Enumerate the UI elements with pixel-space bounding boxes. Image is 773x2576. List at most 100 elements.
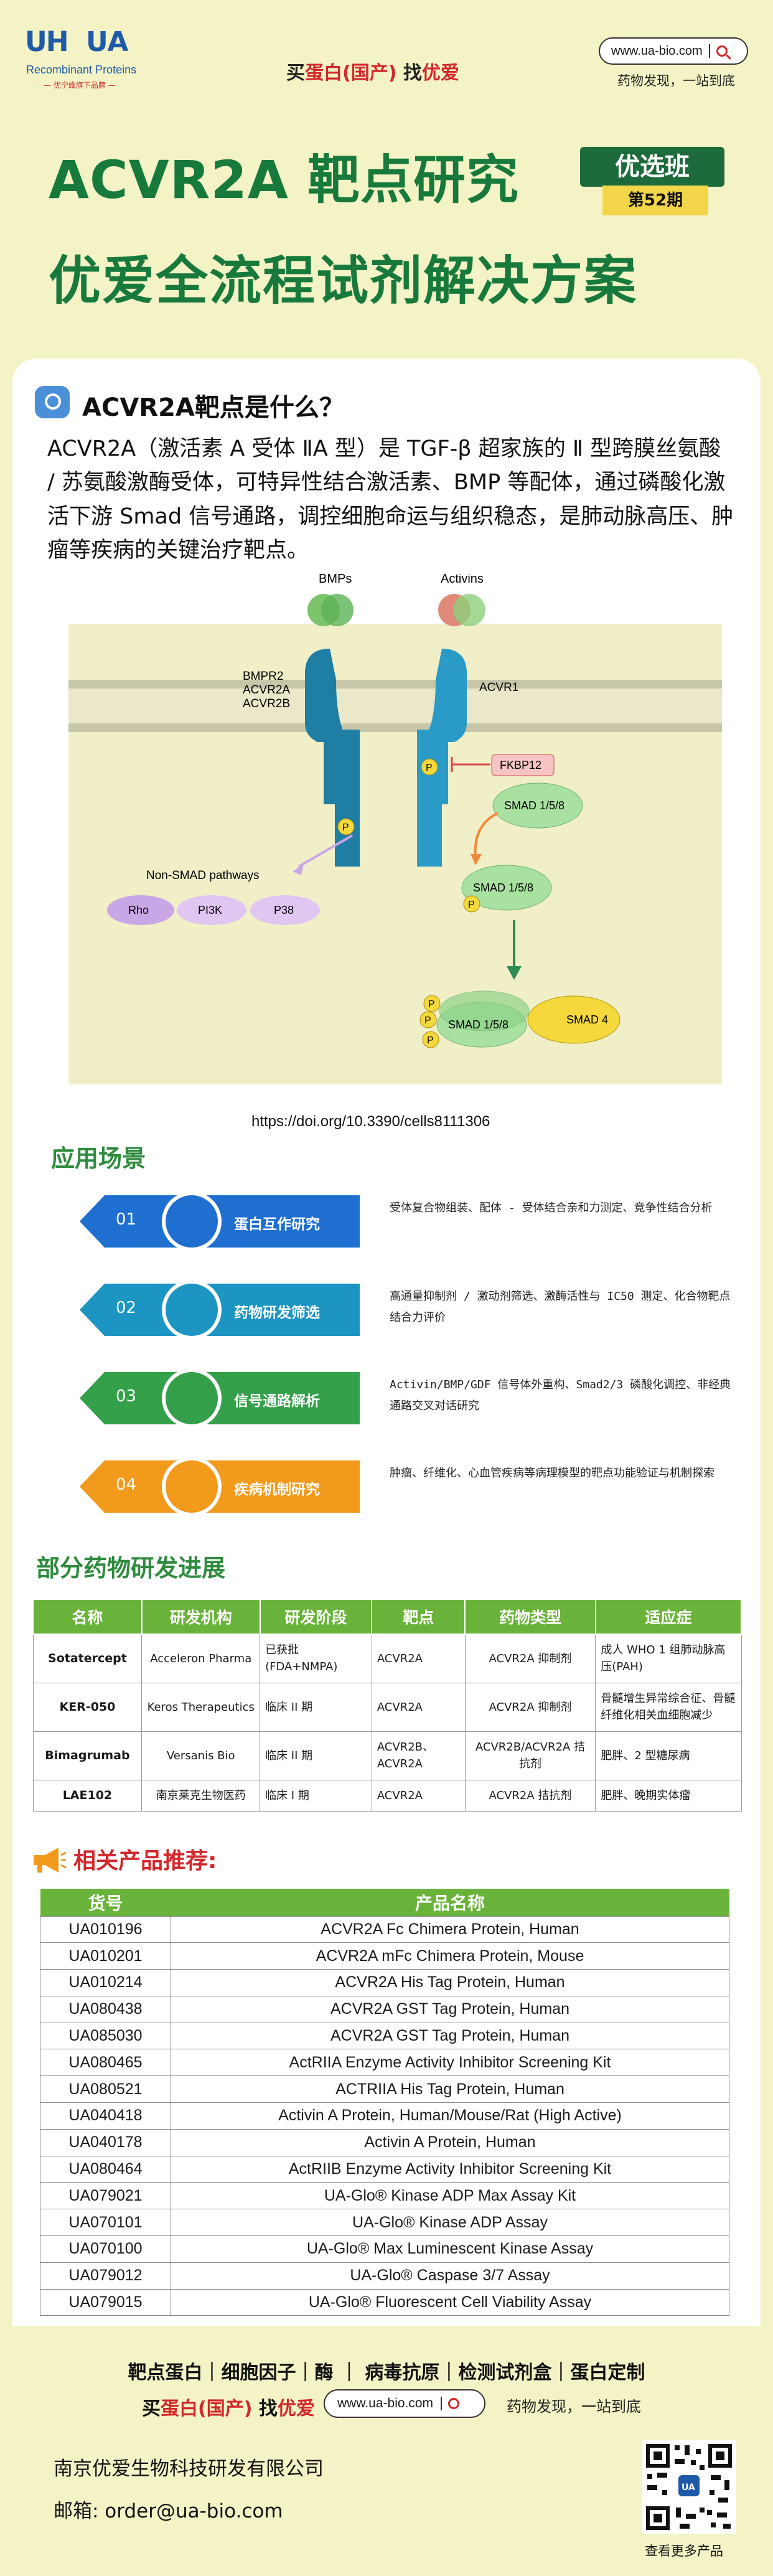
drug-indication: 骨髓增生异常综合征、骨髓纤维化相关血细胞减少 xyxy=(595,1682,742,1732)
header-slogan: 买蛋白(国产) 找优爱 xyxy=(286,57,459,85)
drug-org: Versanis Bio xyxy=(141,1731,261,1780)
label-acvr2b: ACVR2B xyxy=(243,697,290,710)
drug-target: ACVR2A xyxy=(371,1634,466,1683)
chart-icon xyxy=(162,1192,222,1251)
product-categories: 靶点蛋白｜细胞因子｜酶 ｜ 病毒抗原｜检测试剂盒｜蛋白定制 xyxy=(128,2362,645,2384)
slogan-highlight: 蛋白(国产) xyxy=(305,62,397,84)
product-name[interactable]: Activin A Protein, Human/Mouse/Rat (High… xyxy=(171,2102,729,2130)
website-search-box[interactable]: www.ua-bio.com xyxy=(599,37,748,65)
dots-icon xyxy=(162,1280,222,1340)
drug-name: LAE102 xyxy=(32,1779,143,1812)
label-acvr1: ACVR1 xyxy=(479,681,518,694)
product-code[interactable]: UA040418 xyxy=(40,2102,171,2130)
product-name[interactable]: ACVR2A His Tag Protein, Human xyxy=(171,1969,729,1996)
product-code[interactable]: UA085030 xyxy=(40,2022,171,2050)
scenario-row: 03 信号通路解析 Activin/BMP/GDF 信号体外重构、Smad2/3… xyxy=(80,1368,739,1428)
drug-indication: 成人 WHO 1 组肺动脉高压(PAH) xyxy=(595,1634,742,1683)
svg-text:UA: UA xyxy=(682,2483,695,2493)
product-code[interactable]: UA079015 xyxy=(40,2288,171,2316)
product-name[interactable]: ACTRIIA His Tag Protein, Human xyxy=(171,2075,729,2104)
contact-email[interactable]: 邮箱: order@ua-bio.com xyxy=(54,2500,283,2522)
product-code[interactable]: UA080438 xyxy=(40,1995,171,2023)
search-icon[interactable] xyxy=(448,2398,460,2409)
product-name[interactable]: UA-Glo® Fluorescent Cell Viability Assay xyxy=(171,2288,729,2316)
column-header: 货号 xyxy=(40,1889,171,1916)
product-code[interactable]: UA010214 xyxy=(40,1969,171,1996)
company-name: 南京优爱生物科技研发有限公司 xyxy=(54,2458,324,2480)
product-code[interactable]: UA010196 xyxy=(40,1916,171,1944)
product-code[interactable]: UA040178 xyxy=(40,2128,171,2156)
scenario-description: 高通量抑制剂 / 激动剂筛选、激酶活性与 IC50 测定、化合物靶点结合力评价 xyxy=(390,1290,731,1325)
scenario-description: 肿瘤、纤维化、心血管疾病等病理模型的靶点功能验证与机制探索 xyxy=(390,1467,714,1480)
table-row: LAE102 南京莱克生物医药 临床 I 期 ACVR2A ACVR2A 拮抗剂… xyxy=(32,1779,742,1812)
product-code[interactable]: UA010201 xyxy=(40,1942,171,1970)
section-title-target: ACVR2A靶点是什么？ xyxy=(82,393,344,422)
product-name[interactable]: ACVR2A mFc Chimera Protein, Mouse xyxy=(171,1942,729,1970)
svg-text:P: P xyxy=(426,763,433,773)
product-code[interactable]: UA079021 xyxy=(40,2182,171,2210)
fkbp12-box xyxy=(491,754,555,776)
label-acvr2a: ACVR2A xyxy=(243,684,290,697)
column-header: 适应症 xyxy=(594,1599,743,1635)
website-url[interactable]: www.ua-bio.com xyxy=(337,2396,434,2410)
product-name[interactable]: UA-Glo® Max Luminescent Kinase Assay xyxy=(171,2235,729,2263)
drug-indication: 肥胖、晚期实体瘤 xyxy=(595,1779,742,1812)
phospho-icon: P xyxy=(422,1031,439,1048)
slogan-highlight: 蛋白(国产) xyxy=(161,2398,253,2420)
drug-name: Bimagrumab xyxy=(32,1731,143,1780)
drug-stage: 已获批(FDA+NMPA) xyxy=(260,1634,372,1683)
drug-type: ACVR2A 抑制剂 xyxy=(464,1634,596,1683)
product-name[interactable]: UA-Glo® Kinase ADP Max Assay Kit xyxy=(171,2182,729,2210)
product-name[interactable]: UA-Glo® Caspase 3/7 Assay xyxy=(171,2262,729,2290)
drug-target: ACVR2A xyxy=(371,1779,466,1812)
scenario-description: Activin/BMP/GDF 信号体外重构、Smad2/3 磷酸化调控、非经典… xyxy=(390,1378,731,1413)
slogan-part: 买 xyxy=(142,2398,161,2420)
phospho-icon: P xyxy=(423,995,441,1012)
svg-text:P: P xyxy=(428,999,435,1010)
slogan-part: 找 xyxy=(396,62,422,84)
label-fkbp12: FKBP12 xyxy=(500,759,541,771)
product-code[interactable]: UA070101 xyxy=(40,2209,171,2237)
drug-stage: 临床 II 期 xyxy=(260,1731,372,1780)
product-code[interactable]: UA080521 xyxy=(40,2075,171,2104)
scenario-row: 04 疾病机制研究 肿瘤、纤维化、心血管疾病等病理模型的靶点功能验证与机制探索 xyxy=(80,1457,739,1516)
product-code[interactable]: UA080464 xyxy=(40,2155,171,2183)
question-icon xyxy=(35,386,70,418)
doi-reference[interactable]: https://doi.org/10.3390/cells8111306 xyxy=(251,1113,490,1130)
product-name[interactable]: ACVR2A GST Tag Protein, Human xyxy=(171,1995,729,2023)
product-name[interactable]: UA-Glo® Kinase ADP Assay xyxy=(171,2209,729,2237)
drug-org: Acceleron Pharma xyxy=(141,1634,261,1683)
drug-type: ACVR2B/ACVR2A 拮抗剂 xyxy=(464,1731,596,1780)
slogan-highlight: 优爱 xyxy=(421,62,459,84)
main-title: ACVR2A 靶点研究 xyxy=(49,149,520,210)
qr-code-icon[interactable]: UA xyxy=(642,2440,736,2534)
product-code[interactable]: UA079012 xyxy=(40,2262,171,2290)
product-name[interactable]: ACVR2A Fc Chimera Protein, Human xyxy=(171,1916,729,1944)
product-name[interactable]: ActRIIA Enzyme Activity Inhibitor Screen… xyxy=(171,2049,729,2077)
search-icon[interactable] xyxy=(716,45,728,57)
product-name[interactable]: ACVR2A GST Tag Protein, Human xyxy=(171,2022,729,2050)
product-name[interactable]: Activin A Protein, Human xyxy=(171,2128,729,2156)
scenario-label: 疾病机制研究 xyxy=(234,1482,320,1498)
label-rho: Rho xyxy=(128,904,149,916)
scenario-label: 信号通路解析 xyxy=(234,1393,320,1409)
signaling-pathway-diagram: BMPs Activins BMPR2 ACVR2A ACVR2B ACVR1 … xyxy=(68,574,722,1084)
website-url[interactable]: www.ua-bio.com xyxy=(611,44,703,58)
product-name[interactable]: ActRIIB Enzyme Activity Inhibitor Screen… xyxy=(171,2155,729,2183)
smad158-upper xyxy=(492,783,583,829)
product-code[interactable]: UA080465 xyxy=(40,2049,171,2077)
cell-membrane xyxy=(68,680,722,732)
product-code[interactable]: UA070100 xyxy=(40,2235,171,2263)
scenario-label: 药物研发筛选 xyxy=(234,1305,320,1321)
logo-text: UA xyxy=(86,26,129,58)
scenario-number: 02 xyxy=(116,1299,137,1317)
footer-search-box[interactable]: www.ua-bio.com xyxy=(324,2389,485,2418)
